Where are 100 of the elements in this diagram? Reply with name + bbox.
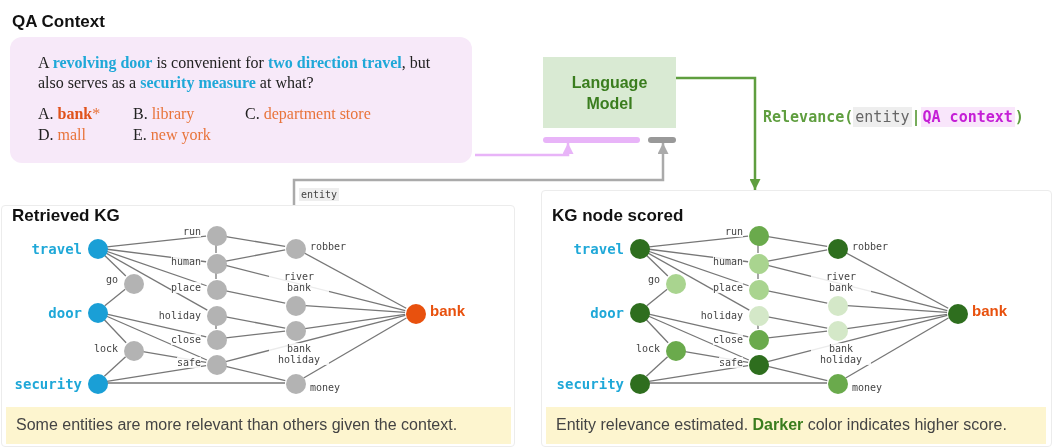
graph-edge xyxy=(106,382,286,384)
graph-edge xyxy=(757,244,759,254)
entity-node xyxy=(749,226,769,246)
answer-option: D. mall xyxy=(38,126,86,144)
answer-option: B. library xyxy=(133,105,195,123)
entity-node xyxy=(828,296,848,316)
answer-option: C. department store xyxy=(245,105,371,123)
graph-edge xyxy=(757,272,759,280)
entity-node xyxy=(88,239,108,259)
input-bar xyxy=(648,137,676,143)
entity-node xyxy=(286,321,306,341)
entity-label: run xyxy=(724,226,743,237)
graph-edge xyxy=(304,313,406,330)
entity-node xyxy=(948,304,968,324)
section-heading: KG node scored xyxy=(552,206,684,226)
entity-label: money xyxy=(852,382,883,393)
entity-label: safe xyxy=(176,357,201,368)
graph-edge xyxy=(645,356,669,377)
entity-label: bank xyxy=(430,305,465,316)
question-text: A revolving door is convenient for two direction travel, but also serves as a security measure at what? xyxy=(38,53,432,93)
graph-edge xyxy=(103,356,127,377)
graph-edge xyxy=(646,288,668,307)
entity-node xyxy=(207,254,227,274)
graph-edge xyxy=(225,316,286,329)
graph-edge xyxy=(767,330,828,339)
caption-text: Some entities are more relevant than others given the context. xyxy=(16,416,458,434)
graph-edge xyxy=(846,305,948,313)
graph-edge xyxy=(215,324,217,330)
entity-node xyxy=(749,254,769,274)
entity-label: security xyxy=(556,376,624,392)
graph-edge xyxy=(767,249,828,262)
model-box xyxy=(543,57,676,128)
entity-label: money xyxy=(310,382,341,393)
entity-label: door xyxy=(590,305,624,321)
graph-edge xyxy=(104,288,126,307)
entity-label: bank xyxy=(972,305,1007,316)
entity-label: robber xyxy=(310,241,347,252)
caption-text: Entity relevance estimated. Darker color indicates higher score. xyxy=(556,416,1007,434)
graph-edge xyxy=(103,254,127,277)
answer-option: A. bank* xyxy=(38,105,101,123)
graph-edge xyxy=(303,317,407,379)
entity-node xyxy=(666,341,686,361)
entity-label: place xyxy=(170,282,201,293)
graph-edge xyxy=(103,318,127,344)
entity-node xyxy=(828,239,848,259)
entity-label: close xyxy=(170,334,201,345)
entity-label: robber xyxy=(852,241,889,252)
entity-node xyxy=(749,330,769,350)
graph-edge xyxy=(215,272,217,280)
graph-edge xyxy=(225,330,286,339)
edge-label: entity xyxy=(299,188,340,201)
entity-label: holiday xyxy=(700,310,743,321)
entity-node xyxy=(207,355,227,375)
graph-edge xyxy=(225,249,286,262)
entity-node xyxy=(749,280,769,300)
graph-edge xyxy=(845,252,949,309)
entity-node xyxy=(88,374,108,394)
entity-node xyxy=(207,226,227,246)
graph-edge xyxy=(648,364,749,383)
entity-label: holiday xyxy=(158,310,201,321)
entity-label: bank holiday xyxy=(811,343,871,365)
entity-node xyxy=(828,321,848,341)
graph-edge xyxy=(846,313,948,330)
graph-edge xyxy=(645,318,669,344)
entity-node xyxy=(749,355,769,375)
graph-edge xyxy=(767,235,828,248)
arrow xyxy=(292,143,669,205)
graph-edge xyxy=(106,313,207,338)
entity-node xyxy=(207,330,227,350)
entity-label: place xyxy=(712,282,743,293)
caption-box xyxy=(546,407,1046,444)
arrow xyxy=(475,143,574,157)
graph-edge xyxy=(645,254,669,277)
graph-edge xyxy=(648,313,749,338)
graph-edge xyxy=(757,324,759,330)
entity-label: human xyxy=(170,256,201,267)
graph-edge xyxy=(215,244,217,254)
graph-edge xyxy=(303,252,407,309)
graph-edge xyxy=(106,364,207,383)
entity-node xyxy=(630,303,650,323)
entity-node xyxy=(286,296,306,316)
entity-label: lock xyxy=(93,343,118,354)
graph-edge xyxy=(225,365,286,382)
section-heading: Retrieved KG xyxy=(12,206,120,226)
graph-edge xyxy=(225,290,286,304)
entity-node xyxy=(286,374,306,394)
graph-edge xyxy=(767,316,828,329)
graph-edge xyxy=(106,235,207,248)
arrow xyxy=(676,76,761,190)
entity-label: human xyxy=(712,256,743,267)
entity-node xyxy=(207,306,227,326)
entity-node xyxy=(406,304,426,324)
entity-node xyxy=(666,274,686,294)
answer-option: E. new york xyxy=(133,126,211,144)
entity-label: security xyxy=(14,376,82,392)
graph-edge xyxy=(225,235,286,248)
graph-edge xyxy=(648,382,828,384)
kg-panel xyxy=(541,190,1052,447)
entity-node xyxy=(124,274,144,294)
entity-label: run xyxy=(182,226,201,237)
